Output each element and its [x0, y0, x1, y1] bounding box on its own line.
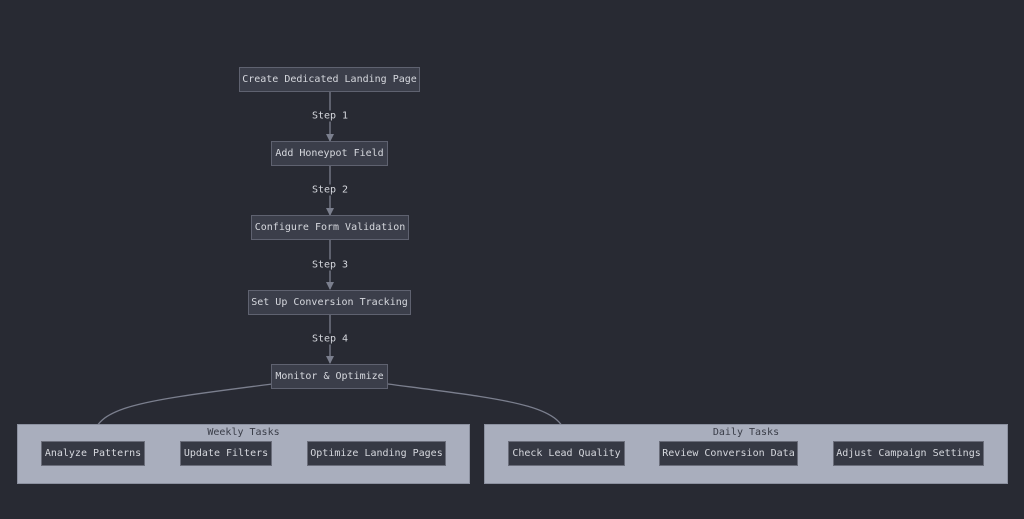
step-node-monitor-optimize[interactable]: Monitor & Optimize	[271, 364, 388, 389]
weekly-tasks-title: Weekly Tasks	[207, 427, 280, 438]
task-update-filters[interactable]: Update Filters	[180, 441, 272, 466]
daily-tasks-title: Daily Tasks	[712, 427, 780, 438]
edge-label-step-4: Step 4	[309, 333, 351, 345]
edge-label-step-3: Step 3	[309, 259, 351, 271]
step-node-create-landing-page[interactable]: Create Dedicated Landing Page	[239, 67, 420, 92]
task-adjust-campaign-settings[interactable]: Adjust Campaign Settings	[833, 441, 984, 466]
task-optimize-landing-pages[interactable]: Optimize Landing Pages	[307, 441, 446, 466]
task-check-lead-quality[interactable]: Check Lead Quality	[508, 441, 625, 466]
step-node-configure-form-validation[interactable]: Configure Form Validation	[251, 215, 409, 240]
task-analyze-patterns[interactable]: Analyze Patterns	[41, 441, 145, 466]
step-node-conversion-tracking[interactable]: Set Up Conversion Tracking	[248, 290, 411, 315]
edge-label-step-2: Step 2	[309, 184, 351, 196]
task-review-conversion-data[interactable]: Review Conversion Data	[659, 441, 798, 466]
edge-label-step-1: Step 1	[309, 110, 351, 122]
step-node-add-honeypot-field[interactable]: Add Honeypot Field	[271, 141, 388, 166]
